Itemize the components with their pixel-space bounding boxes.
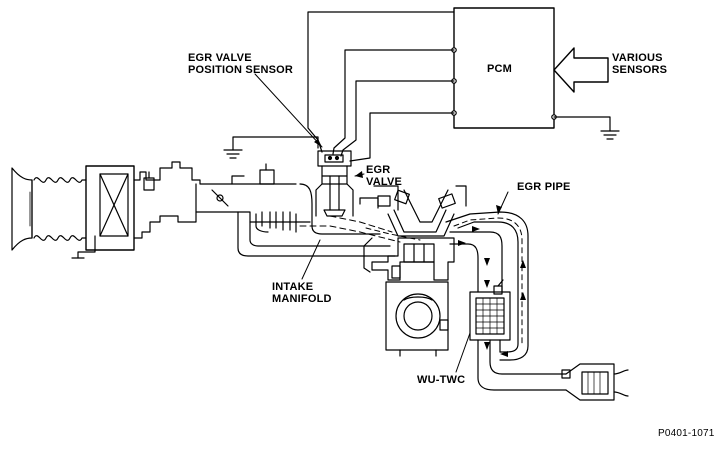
egr-valve-label-line2: VALVE: [366, 176, 403, 188]
wu-twc-label: WU-TWC: [417, 374, 466, 386]
egr-valve-label-line1: EGR: [366, 164, 391, 176]
intake-manifold-label: INTAKE MANIFOLD: [272, 281, 332, 305]
egr-valve-label: EGR VALVE: [366, 164, 402, 188]
crankcase: [385, 281, 449, 357]
air-intake-horn: [11, 167, 87, 251]
egr-valve-position-sensor-label: EGR VALVE POSITION SENSOR: [188, 52, 293, 76]
exhaust-manifold: [445, 211, 529, 361]
various-sensors-label-line1: VARIOUS: [612, 52, 663, 64]
intake-manifold-label-line1: INTAKE: [272, 281, 314, 293]
various-sensors-label-line2: SENSORS: [612, 64, 668, 76]
engine-block: [363, 237, 455, 281]
sensor-ground-icon: [223, 136, 319, 159]
egr-sensor-label-line1: EGR VALVE: [188, 52, 252, 64]
egr-sensor-label-line2: POSITION SENSOR: [188, 64, 294, 76]
sensor-wires: [307, 11, 455, 162]
various-sensors-arrow: [553, 47, 609, 93]
figure-code-label: P0401-1071: [658, 428, 715, 439]
cylinder-head: [359, 185, 467, 237]
pcm-ground-icon: [553, 116, 620, 140]
air-cleaner: [71, 165, 135, 259]
egr-pipe-label: EGR PIPE: [517, 181, 571, 193]
main-catalyst: [561, 363, 629, 401]
intake-duct: [133, 161, 311, 239]
egr-position-sensor: [317, 150, 352, 167]
wu-twc-converter: [469, 279, 567, 391]
egr-valve: [315, 165, 354, 217]
intake-flow-dashes: [299, 215, 401, 243]
egr-pipe-flow: [365, 217, 523, 345]
pcm-label: PCM: [487, 63, 513, 75]
intake-manifold-label-line2: MANIFOLD: [272, 293, 332, 305]
various-sensors-label: VARIOUS SENSORS: [612, 52, 667, 76]
flow-arrows: [458, 226, 526, 357]
